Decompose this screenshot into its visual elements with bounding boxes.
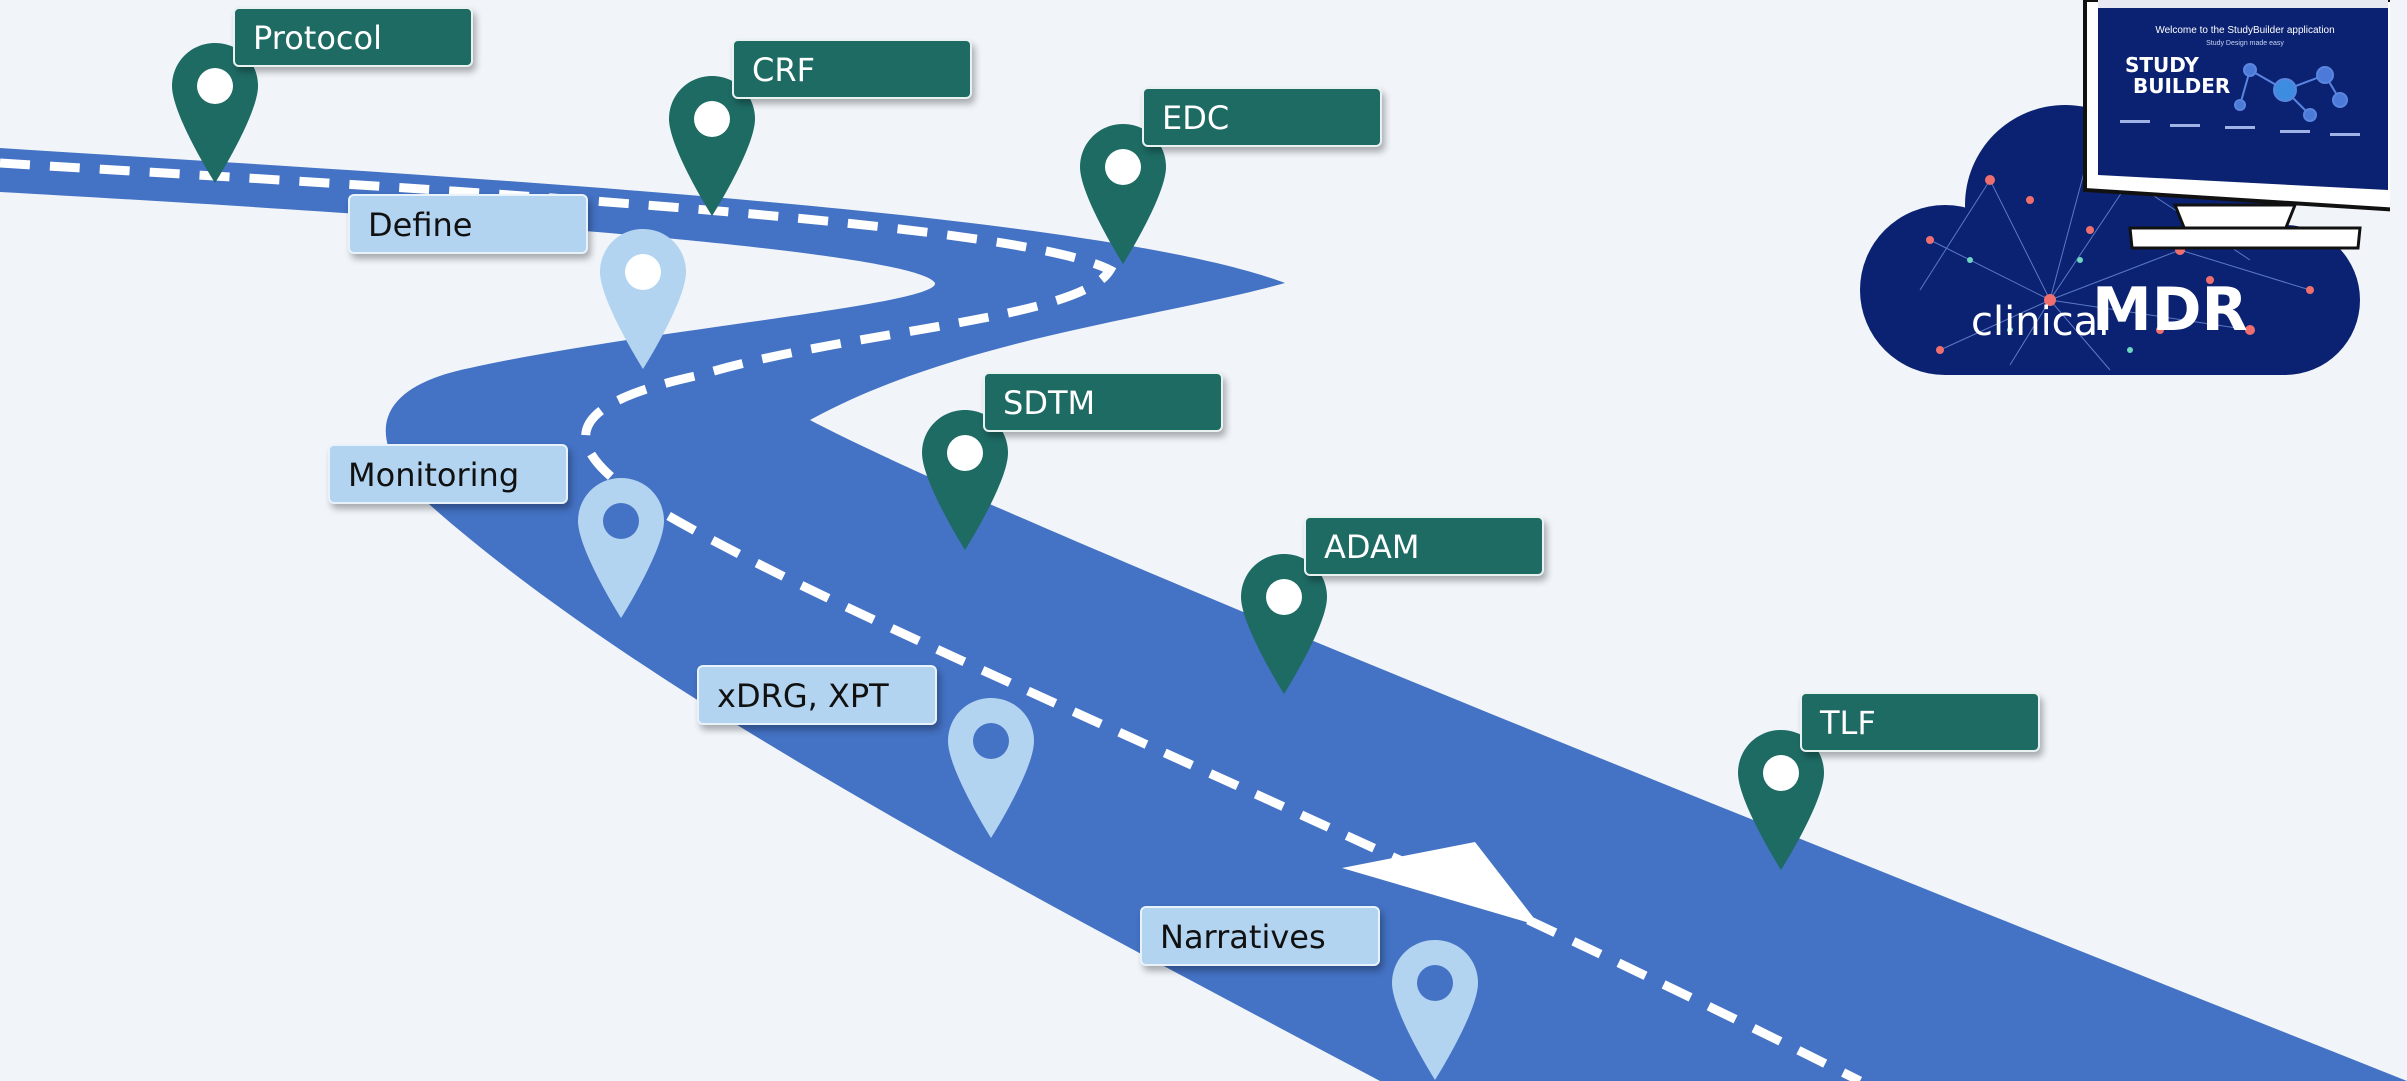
map-pin-icon [948, 698, 1034, 838]
milestone-label-sdtm: SDTM [983, 372, 1223, 432]
brand-clinical: clinical [1971, 299, 2109, 345]
map-pin-icon [922, 410, 1008, 550]
road-upper-band [0, 148, 2407, 1081]
milestone-label-protocol: Protocol [233, 7, 473, 67]
milestone-label-crf: CRF [732, 39, 972, 99]
milestone-label-adam: ADAM [1304, 516, 1544, 576]
brand-mdr: MDR [2092, 275, 2248, 345]
road-arrow-icon [1342, 842, 1540, 926]
map-pin-icon [600, 229, 686, 369]
map-pin-icon [1080, 124, 1166, 264]
map-pin-icon [669, 76, 755, 216]
map-pin-icon [578, 478, 664, 618]
map-pin-icon [1392, 940, 1478, 1080]
clinical-mdr-logo: Welcome to the StudyBuilder application … [1830, 0, 2390, 380]
road-center-line [0, 158, 1863, 1081]
milestone-label-tlf: TLF [1800, 692, 2040, 752]
map-pin-icon [172, 43, 258, 183]
milestone-label-xdrg-xpt: xDRG, XPT [697, 665, 937, 725]
studybuilder-logo-line1: STUDY [2125, 53, 2199, 77]
studybuilder-logo-line2: BUILDER [2133, 74, 2230, 98]
screen-heading: Welcome to the StudyBuilder application [2155, 25, 2334, 36]
map-pin-icon [1738, 730, 1824, 870]
milestone-label-define: Define [348, 194, 588, 254]
milestone-label-edc: EDC [1142, 87, 1382, 147]
screen-subheading: Study Design made easy [2206, 40, 2284, 47]
milestone-label-narratives: Narratives [1140, 906, 1380, 966]
milestone-label-monitoring: Monitoring [328, 444, 568, 504]
map-pin-icon [1241, 554, 1327, 694]
